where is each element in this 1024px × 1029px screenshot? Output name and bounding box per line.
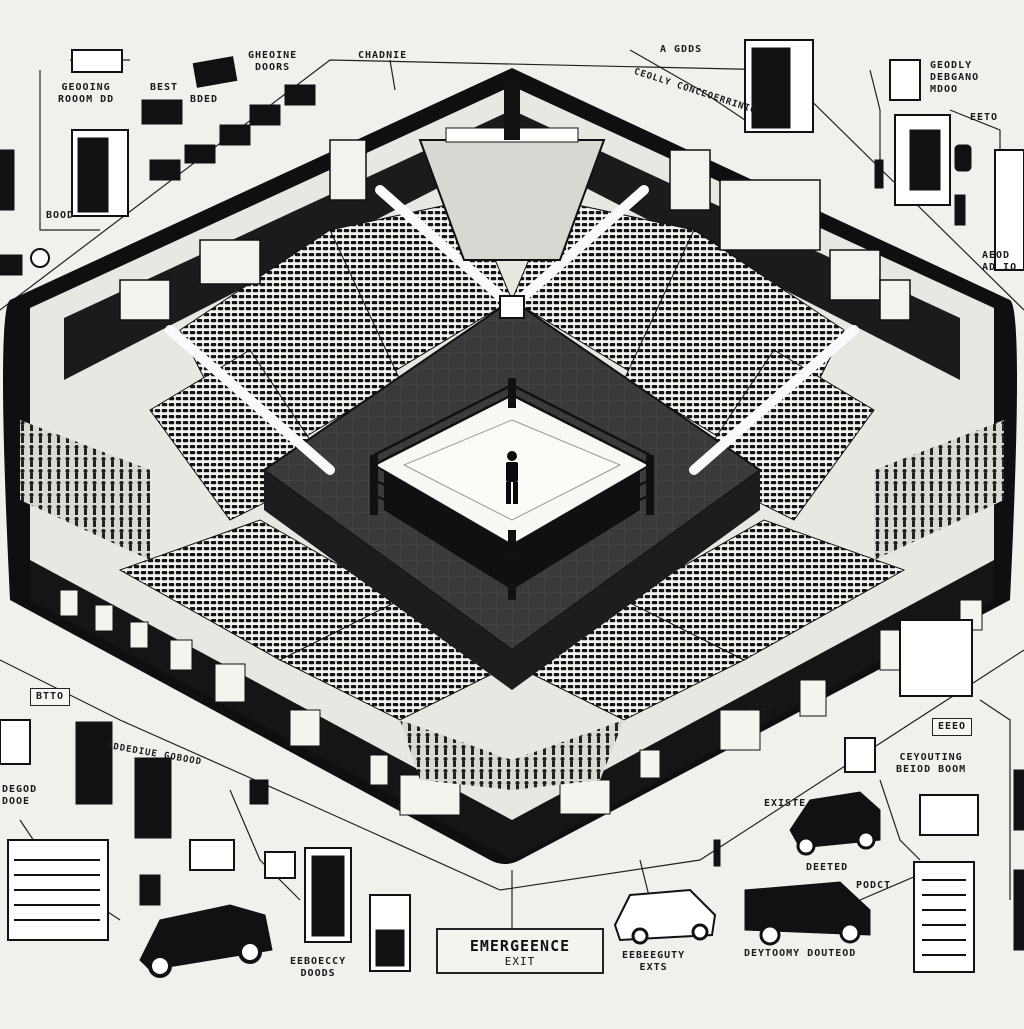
emergency-exit-sign: EMERGEENCE EXIT xyxy=(436,928,604,974)
aisles xyxy=(165,185,859,475)
label-right-edge: AEOD AD IO xyxy=(982,250,1018,273)
label-emergency-doors: EEBOECCY DOODS xyxy=(290,956,347,979)
label-top-center: CHADNIE xyxy=(358,50,408,61)
label-top-small: BDED xyxy=(190,94,219,105)
label-left-sign: BTTO xyxy=(30,688,71,706)
label-dressing-doors: GHEOINE DOORS xyxy=(248,50,298,73)
exit-subtitle: EXIT xyxy=(504,955,536,968)
floor-edge xyxy=(264,470,760,690)
exit-title: EMERGEENCE xyxy=(469,937,571,955)
label-top-right-room: GEODLY DEBGANO MDOO xyxy=(930,60,980,95)
label-left-bottom: DEGOD DOOE xyxy=(2,784,38,807)
label-top-left-sign: BEST xyxy=(150,82,179,93)
entrance-tunnel xyxy=(418,80,606,319)
side-icons xyxy=(0,49,316,276)
top-right-icons xyxy=(744,39,1024,271)
bottom-left-icons xyxy=(0,719,411,978)
label-project: PODCT xyxy=(856,880,892,891)
label-mid-right-marker: Etid xyxy=(748,703,774,713)
label-vip: EXISTE xyxy=(764,798,807,809)
scoreboards xyxy=(119,139,911,321)
label-bottom-right-sign: EEEO xyxy=(932,718,973,736)
label-parking-lot: DEYTOOMY DOUTEOD xyxy=(744,948,857,959)
label-car: DEETED xyxy=(806,862,849,873)
boxing-ring xyxy=(370,378,654,600)
label-top-right-a: A GDDS xyxy=(660,44,703,55)
fighter-figure xyxy=(506,451,518,504)
crowd xyxy=(20,420,1004,790)
bottom-right-icons xyxy=(613,619,1024,973)
label-bottom-right-room: CEYOUTING BEIOD BOOM xyxy=(896,752,967,775)
label-emergency-exits: EEBEEGUTY EXTS xyxy=(622,950,686,973)
label-right-mid: EETO xyxy=(970,112,999,123)
label-staff-room: GEOOING ROOOM DD xyxy=(58,82,115,105)
label-left-edge: BOOD xyxy=(46,210,75,221)
